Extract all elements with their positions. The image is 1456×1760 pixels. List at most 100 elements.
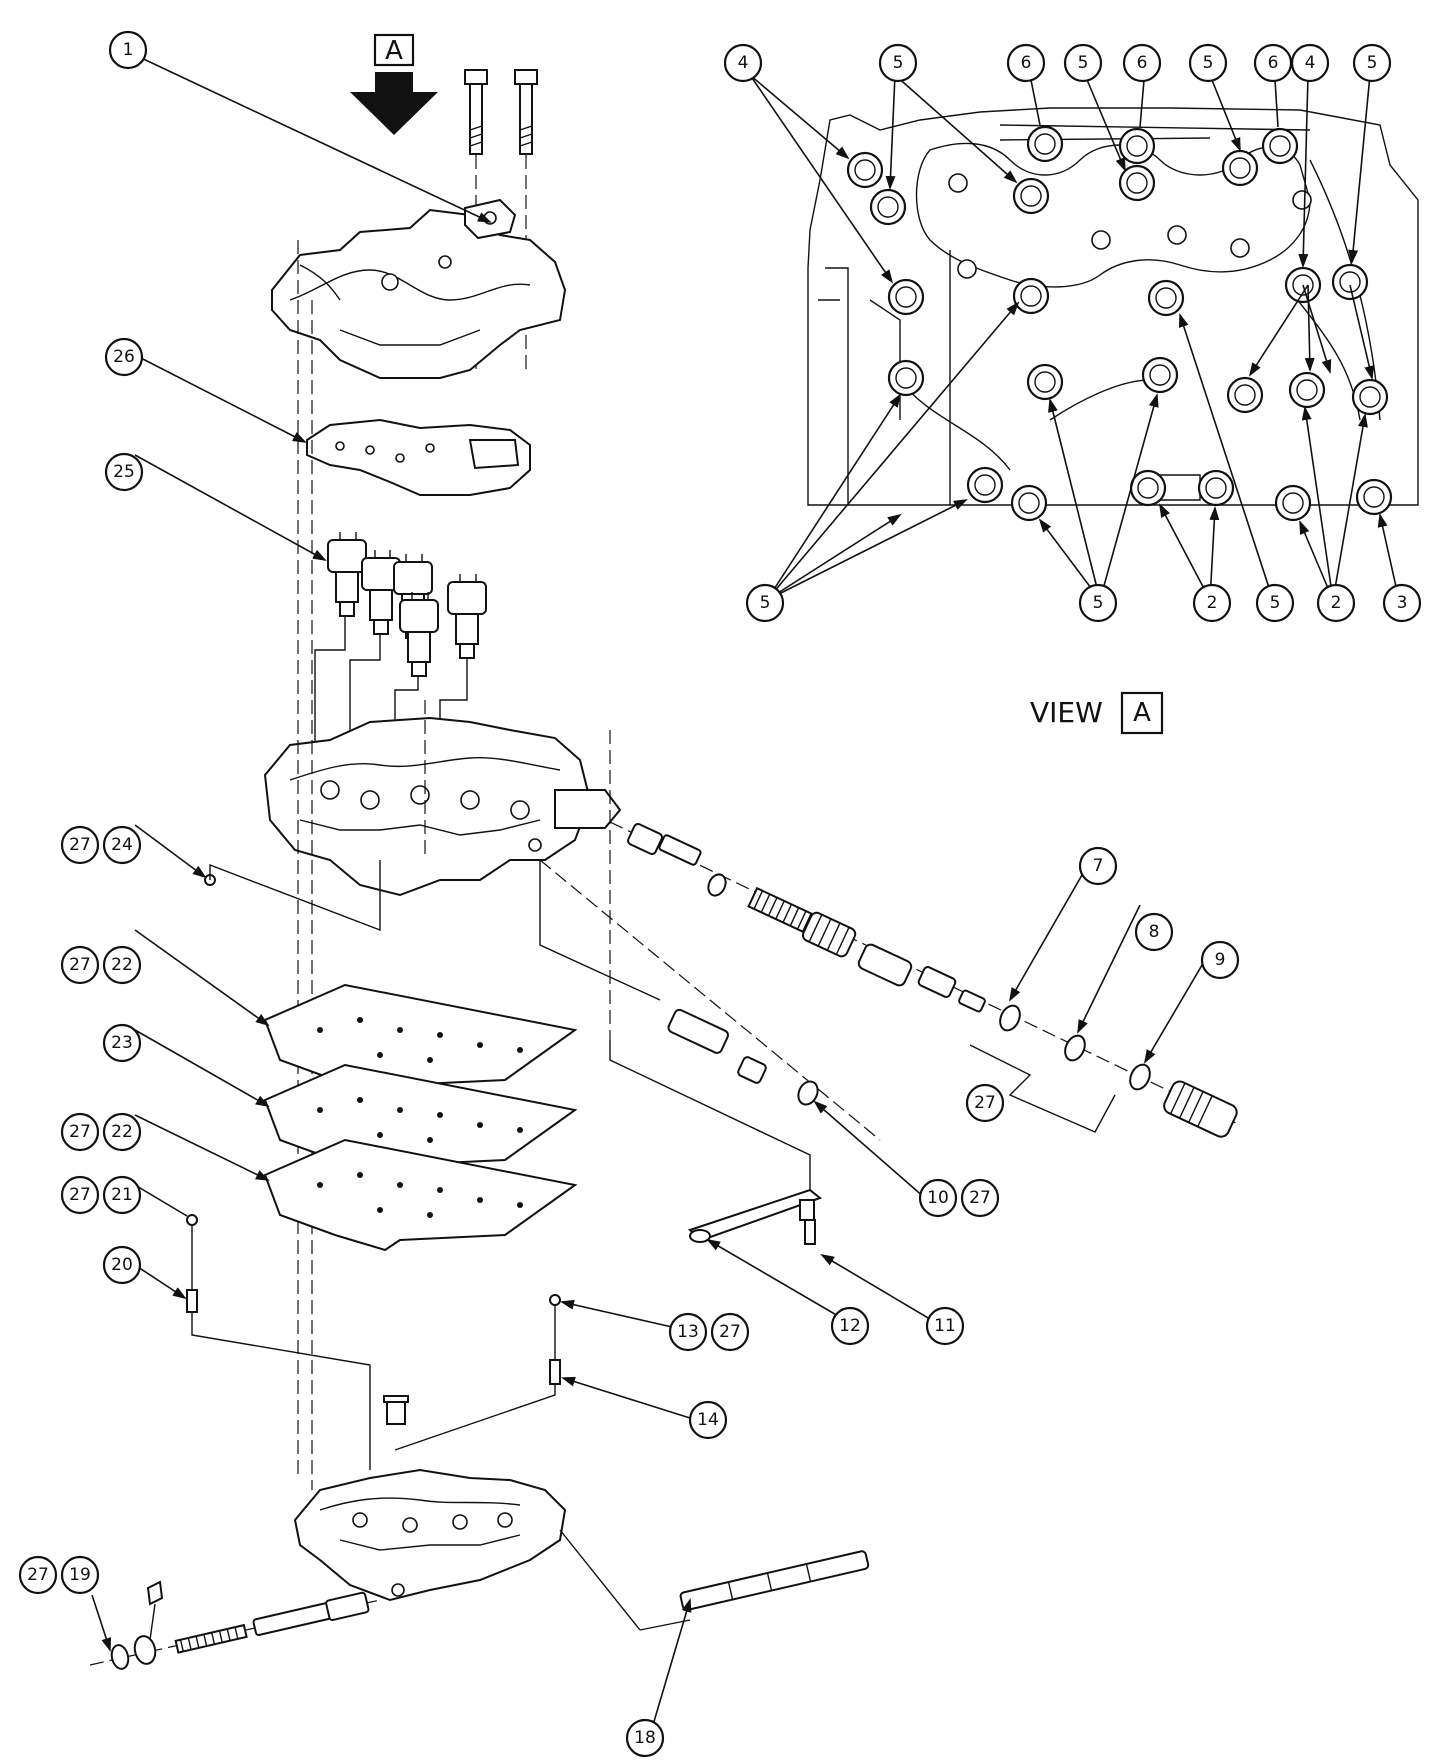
callout-7: 7 xyxy=(1078,846,1118,886)
svg-text:27: 27 xyxy=(27,1565,49,1585)
svg-text:18: 18 xyxy=(634,1728,656,1748)
callout-5: 5 xyxy=(1255,583,1295,623)
view-a-direction-arrow: A xyxy=(350,33,438,135)
callout-12: 12 xyxy=(830,1306,870,1346)
callout-22: 22 xyxy=(102,1112,142,1152)
svg-text:3: 3 xyxy=(1397,593,1408,613)
svg-text:5: 5 xyxy=(1078,53,1089,73)
svg-text:10: 10 xyxy=(927,1188,949,1208)
view-a-letter: A xyxy=(1133,698,1151,728)
callout-5: 5 xyxy=(1078,583,1118,623)
svg-text:8: 8 xyxy=(1149,922,1160,942)
middle-valve-train xyxy=(539,859,881,1141)
callout-14: 14 xyxy=(688,1400,728,1440)
casting-hole xyxy=(1167,225,1187,245)
svg-text:27: 27 xyxy=(969,1188,991,1208)
svg-text:7: 7 xyxy=(1093,856,1104,876)
svg-text:6: 6 xyxy=(1268,53,1279,73)
svg-text:5: 5 xyxy=(1093,593,1104,613)
svg-text:27: 27 xyxy=(69,1185,91,1205)
callout-5: 5 xyxy=(1063,43,1103,83)
svg-text:2: 2 xyxy=(1207,593,1218,613)
svg-text:21: 21 xyxy=(111,1185,133,1205)
callout-27: 27 xyxy=(965,1083,1005,1123)
svg-text:22: 22 xyxy=(111,1122,133,1142)
part-13-14-ball-spring xyxy=(383,1294,561,1451)
view-a-inset: VIEW A xyxy=(749,74,1419,735)
upper-valve-body-casting xyxy=(271,198,567,379)
part-18-manual-valve xyxy=(679,1550,870,1611)
svg-text:27: 27 xyxy=(69,955,91,975)
svg-text:1: 1 xyxy=(123,40,134,60)
part-25-solenoids xyxy=(314,532,487,760)
svg-text:26: 26 xyxy=(113,347,135,367)
svg-text:19: 19 xyxy=(69,1565,91,1585)
callout-5: 5 xyxy=(878,43,918,83)
callout-5: 5 xyxy=(1188,43,1228,83)
callout-6: 6 xyxy=(1122,43,1162,83)
callout-27: 27 xyxy=(960,1178,1000,1218)
svg-text:5: 5 xyxy=(1203,53,1214,73)
svg-text:22: 22 xyxy=(111,955,133,975)
callout-5: 5 xyxy=(1352,43,1392,83)
main-valve-body xyxy=(263,716,622,897)
svg-text:14: 14 xyxy=(697,1410,719,1430)
callout-27: 27 xyxy=(710,1312,750,1352)
callout-24: 24 xyxy=(102,825,142,865)
svg-text:4: 4 xyxy=(738,53,749,73)
bolt-head-group xyxy=(846,125,1393,522)
view-a-label: VIEW xyxy=(1030,696,1103,729)
svg-text:6: 6 xyxy=(1137,53,1148,73)
svg-text:27: 27 xyxy=(974,1093,996,1113)
callout-27: 27 xyxy=(60,1175,100,1215)
callout-5: 5 xyxy=(745,583,785,623)
svg-text:13: 13 xyxy=(677,1322,699,1342)
svg-text:24: 24 xyxy=(111,835,133,855)
callout-19: 19 xyxy=(60,1555,100,1595)
callout-3: 3 xyxy=(1382,583,1422,623)
casting-hole xyxy=(948,173,968,193)
callout-27: 27 xyxy=(60,945,100,985)
lower-left-valve-train xyxy=(89,1580,381,1670)
view-a-letter-box xyxy=(1120,691,1164,735)
casting-hole xyxy=(1091,230,1111,250)
callout-21: 21 xyxy=(102,1175,142,1215)
svg-text:20: 20 xyxy=(111,1255,133,1275)
svg-text:5: 5 xyxy=(1270,593,1281,613)
spacer-plates xyxy=(263,983,578,1252)
callout-22: 22 xyxy=(102,945,142,985)
callout-8: 8 xyxy=(1134,912,1174,952)
callout-13: 13 xyxy=(668,1312,708,1352)
lower-valve-body xyxy=(293,1468,691,1631)
svg-text:4: 4 xyxy=(1305,53,1316,73)
upper-valve-train xyxy=(609,821,1241,1138)
view-arrow-letter: A xyxy=(385,36,403,66)
manual-linkage xyxy=(609,1040,823,1245)
svg-text:5: 5 xyxy=(1367,53,1378,73)
callout-9: 9 xyxy=(1200,940,1240,980)
callout-10: 10 xyxy=(918,1178,958,1218)
callout-1: 1 xyxy=(108,30,148,70)
callout-27: 27 xyxy=(60,1112,100,1152)
callout-18: 18 xyxy=(625,1718,665,1758)
part-24-check-ball xyxy=(204,860,381,932)
svg-text:6: 6 xyxy=(1021,53,1032,73)
part-21-20-ball-spring xyxy=(186,1214,371,1470)
callout-23: 23 xyxy=(102,1023,142,1063)
svg-text:2: 2 xyxy=(1331,593,1342,613)
svg-text:27: 27 xyxy=(69,1122,91,1142)
casting-hole xyxy=(957,259,977,279)
svg-text:12: 12 xyxy=(839,1316,861,1336)
callout-25: 25 xyxy=(104,452,144,492)
svg-text:5: 5 xyxy=(893,53,904,73)
callout-2: 2 xyxy=(1192,583,1232,623)
callout-27: 27 xyxy=(60,825,100,865)
svg-text:25: 25 xyxy=(113,462,135,482)
svg-text:27: 27 xyxy=(69,835,91,855)
casting-hole xyxy=(1230,238,1250,258)
callout-27: 27 xyxy=(18,1555,58,1595)
svg-text:5: 5 xyxy=(760,593,771,613)
casting-hole xyxy=(1292,190,1312,210)
callout-4: 4 xyxy=(1290,43,1330,83)
leader-lines xyxy=(91,54,1206,1736)
